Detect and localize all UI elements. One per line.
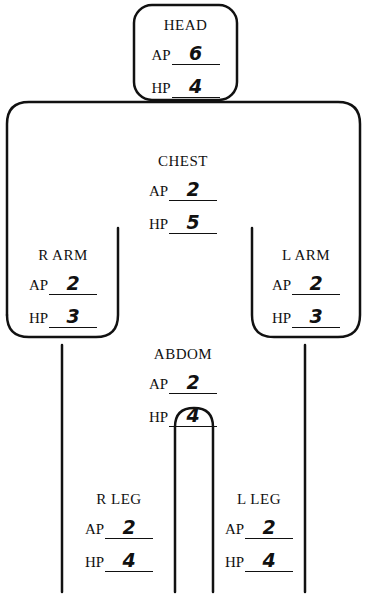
leg-outline [304,345,307,592]
stat-value: 5 [169,211,217,234]
stat-row: AP6 [136,42,235,66]
stat-label: AP [29,277,48,293]
stat-row: AP2 [128,371,238,395]
part-name: R LEG [65,490,173,508]
body-part-region: CHESTAP2HP5 [128,152,238,244]
stat-label: HP [149,409,168,425]
stat-value: 2 [105,516,153,539]
stat-label: HP [149,216,168,232]
stat-value: 3 [49,305,97,328]
stat-value: 2 [169,371,217,394]
stat-label: AP [272,277,291,293]
stat-label: HP [272,310,291,326]
stat-value: 2 [292,272,340,295]
stat-row: HP3 [254,305,358,329]
stat-label: HP [85,554,104,570]
body-part-region: ABDOMAP2HP4 [128,345,238,437]
stat-row: AP2 [128,178,238,202]
stat-label: AP [85,521,104,537]
head-outline [134,5,237,100]
stat-row: HP4 [65,549,173,573]
body-part-region: HEADAP6HP4 [136,16,235,108]
stat-row: AP2 [65,516,173,540]
stat-label: HP [225,554,244,570]
part-name: L LEG [215,490,303,508]
stat-row: HP4 [215,549,303,573]
stat-row: AP2 [254,272,358,296]
stat-label: AP [151,47,170,63]
stat-value: 4 [105,549,153,572]
stat-value: 4 [245,549,293,572]
stat-label: AP [225,521,244,537]
leg-gap-outline [175,408,213,592]
stat-value: 4 [172,75,220,98]
arm-outline [7,228,118,337]
stat-value: 6 [172,42,220,65]
body-part-region: L LEGAP2HP4 [215,490,303,582]
stat-label: AP [149,183,168,199]
stat-value: 2 [169,178,217,201]
part-name: R ARM [10,246,116,264]
stat-value: 2 [245,516,293,539]
part-name: CHEST [128,152,238,170]
body-part-region: R LEGAP2HP4 [65,490,173,582]
stat-value: 4 [169,404,217,427]
part-name: ABDOM [128,345,238,363]
stat-value: 2 [49,272,97,295]
stat-label: AP [149,376,168,392]
chest-arm-outline [7,102,360,337]
stat-row: AP2 [10,272,116,296]
part-name: HEAD [136,16,235,34]
stat-label: HP [29,310,48,326]
stat-row: HP4 [128,404,238,428]
stat-row: HP4 [136,75,235,99]
body-part-region: R ARMAP2HP3 [10,246,116,338]
stat-label: HP [151,80,170,96]
stat-value: 3 [292,305,340,328]
stat-row: AP2 [215,516,303,540]
body-part-region: L ARMAP2HP3 [254,246,358,338]
stat-row: HP5 [128,211,238,235]
leg-outline [61,345,64,592]
part-name: L ARM [254,246,358,264]
stat-row: HP3 [10,305,116,329]
